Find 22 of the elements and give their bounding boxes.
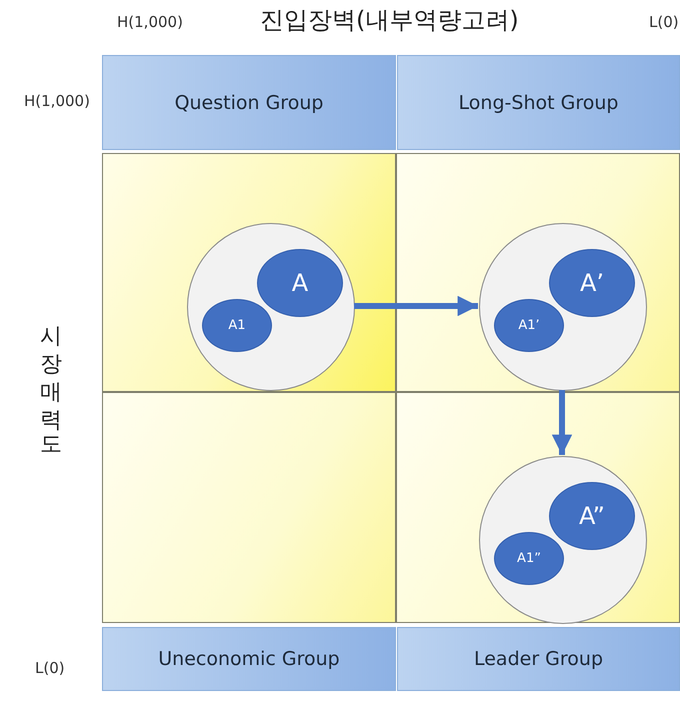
group-box: Long-Shot Group: [397, 55, 680, 150]
axis-label: H(1,000): [24, 92, 90, 110]
arrow: [552, 390, 572, 455]
group-box: Uneconomic Group: [102, 627, 396, 691]
segment-ellipse: A1: [202, 299, 272, 352]
axis-title: 진입장벽(내부역량고려): [260, 5, 519, 36]
group-box: Leader Group: [397, 627, 680, 691]
segment-ellipse: A1’: [494, 299, 564, 352]
quadrant-cell: [396, 392, 680, 623]
quadrant-cell: [102, 392, 396, 623]
quadrant-cell: [102, 153, 396, 392]
arrow: [354, 296, 478, 316]
axis-label: L(0): [649, 13, 679, 31]
segment-ellipse: A: [257, 249, 343, 317]
segment-ellipse: A”: [549, 482, 635, 550]
segment-ellipse: A’: [549, 249, 635, 317]
axis-label: H(1,000): [117, 13, 183, 31]
axis-title: 시장매력도: [37, 310, 64, 450]
group-box: Question Group: [102, 55, 396, 150]
quadrant-cell: [396, 153, 680, 392]
axis-label: L(0): [35, 659, 65, 677]
segment-ellipse: A1”: [494, 532, 564, 585]
